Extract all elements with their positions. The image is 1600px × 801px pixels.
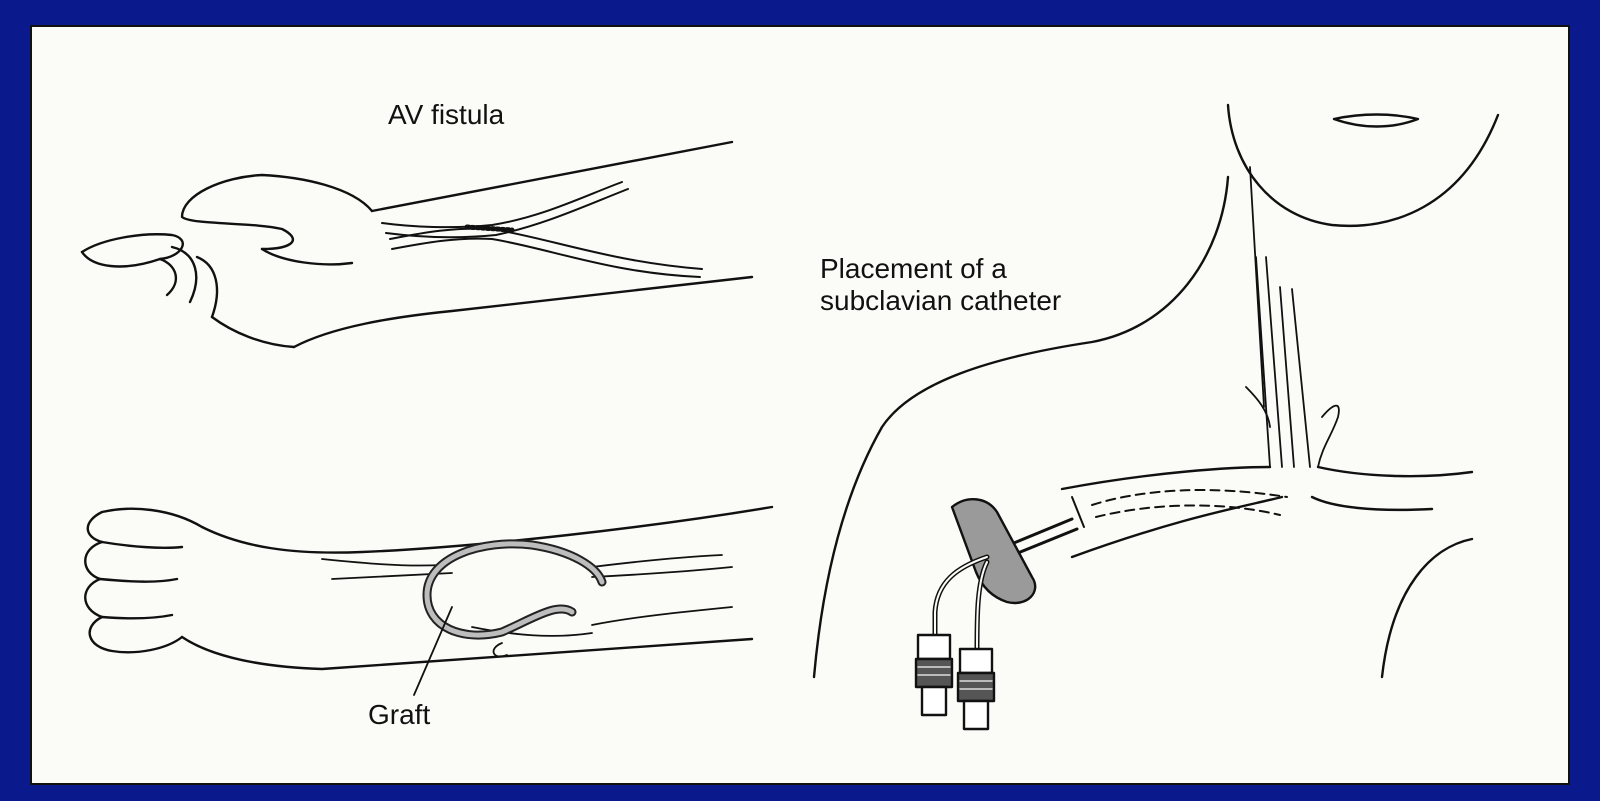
graft-arm: [85, 507, 772, 695]
graft-label: Graft: [368, 699, 430, 731]
subclavian-catheter-figure: [814, 105, 1498, 729]
av-fistula-label: AV fistula: [388, 99, 504, 131]
dialysis-access-diagram: [32, 27, 1570, 785]
illustration-panel: AV fistula Placement of a subclavian cat…: [30, 25, 1570, 785]
av-fistula-arm: [82, 142, 752, 347]
catheter-label-line2: subclavian catheter: [820, 285, 1061, 317]
catheter-label: Placement of a subclavian catheter: [820, 253, 1061, 317]
slide-frame: AV fistula Placement of a subclavian cat…: [10, 8, 1590, 792]
catheter-label-line1: Placement of a: [820, 253, 1061, 285]
